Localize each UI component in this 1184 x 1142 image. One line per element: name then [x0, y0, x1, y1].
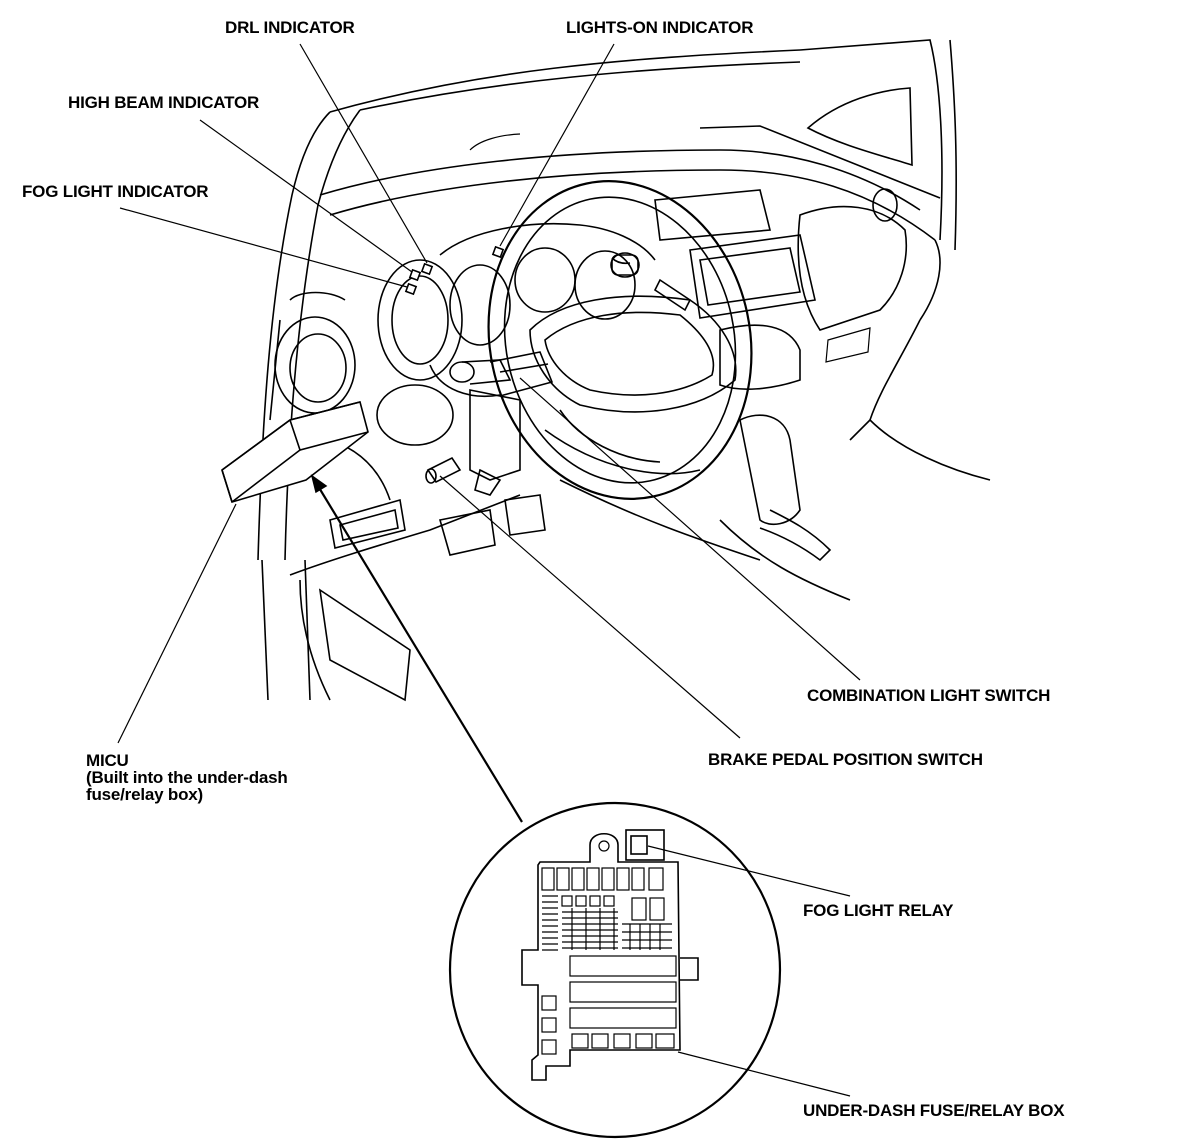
detail-callout-arrow — [310, 474, 523, 823]
under-dash-fuse-relay-box-label: UNDER-DASH FUSE/RELAY BOX — [803, 1101, 1065, 1120]
detail-circle — [448, 801, 782, 1139]
windshield-frame — [257, 39, 957, 701]
high-beam-indicator-mark — [408, 268, 422, 282]
micu-label-line-3: fuse/relay box) — [86, 785, 203, 804]
left-vents — [269, 291, 454, 446]
lights-on-indicator-leader — [499, 43, 615, 247]
high-beam-indicator-label: HIGH BEAM INDICATOR — [68, 93, 260, 112]
high-beam-indicator-leader — [199, 119, 413, 273]
fog-light-indicator-mark — [404, 282, 418, 296]
instrument-cluster — [377, 222, 656, 397]
leader-lines — [117, 43, 861, 1097]
brake-pedal-position-switch-leader — [439, 475, 741, 739]
micu-label-line-1: MICU — [86, 751, 129, 770]
combination-light-switch-label: COMBINATION LIGHT SWITCH — [807, 686, 1051, 705]
micu-label: MICU (Built into the under-dash fuse/rel… — [86, 752, 288, 803]
steering-wheel — [469, 180, 753, 500]
combination-light-switch-drawing — [449, 351, 554, 397]
micu-leader — [117, 503, 237, 744]
lower-dash — [289, 439, 546, 702]
center-stack — [559, 189, 851, 601]
lights-on-indicator-label: LIGHTS-ON INDICATOR — [566, 18, 754, 37]
combination-light-switch-leader — [519, 377, 861, 681]
fog-light-indicator-leader — [119, 207, 408, 288]
fog-light-relay-drawing — [625, 829, 665, 861]
brake-pedal-position-switch-label: BRAKE PEDAL POSITION SWITCH — [708, 750, 983, 769]
brake-pedal-position-switch-drawing — [425, 456, 462, 484]
micu-box — [221, 401, 369, 503]
fog-light-relay-label: FOG LIGHT RELAY — [803, 901, 954, 920]
drl-indicator-label: DRL INDICATOR — [225, 18, 355, 37]
lights-on-indicator-mark — [491, 245, 505, 259]
under-dash-fuse-relay-box-leader — [677, 1051, 851, 1097]
micu-label-line-2: (Built into the under-dash — [86, 768, 288, 787]
dashboard-top — [319, 87, 991, 481]
fog-light-indicator-label: FOG LIGHT INDICATOR — [22, 182, 209, 201]
drl-indicator-mark — [420, 262, 434, 276]
drl-indicator-leader — [299, 43, 428, 264]
under-dash-fuse-relay-box-drawing — [521, 829, 699, 1081]
